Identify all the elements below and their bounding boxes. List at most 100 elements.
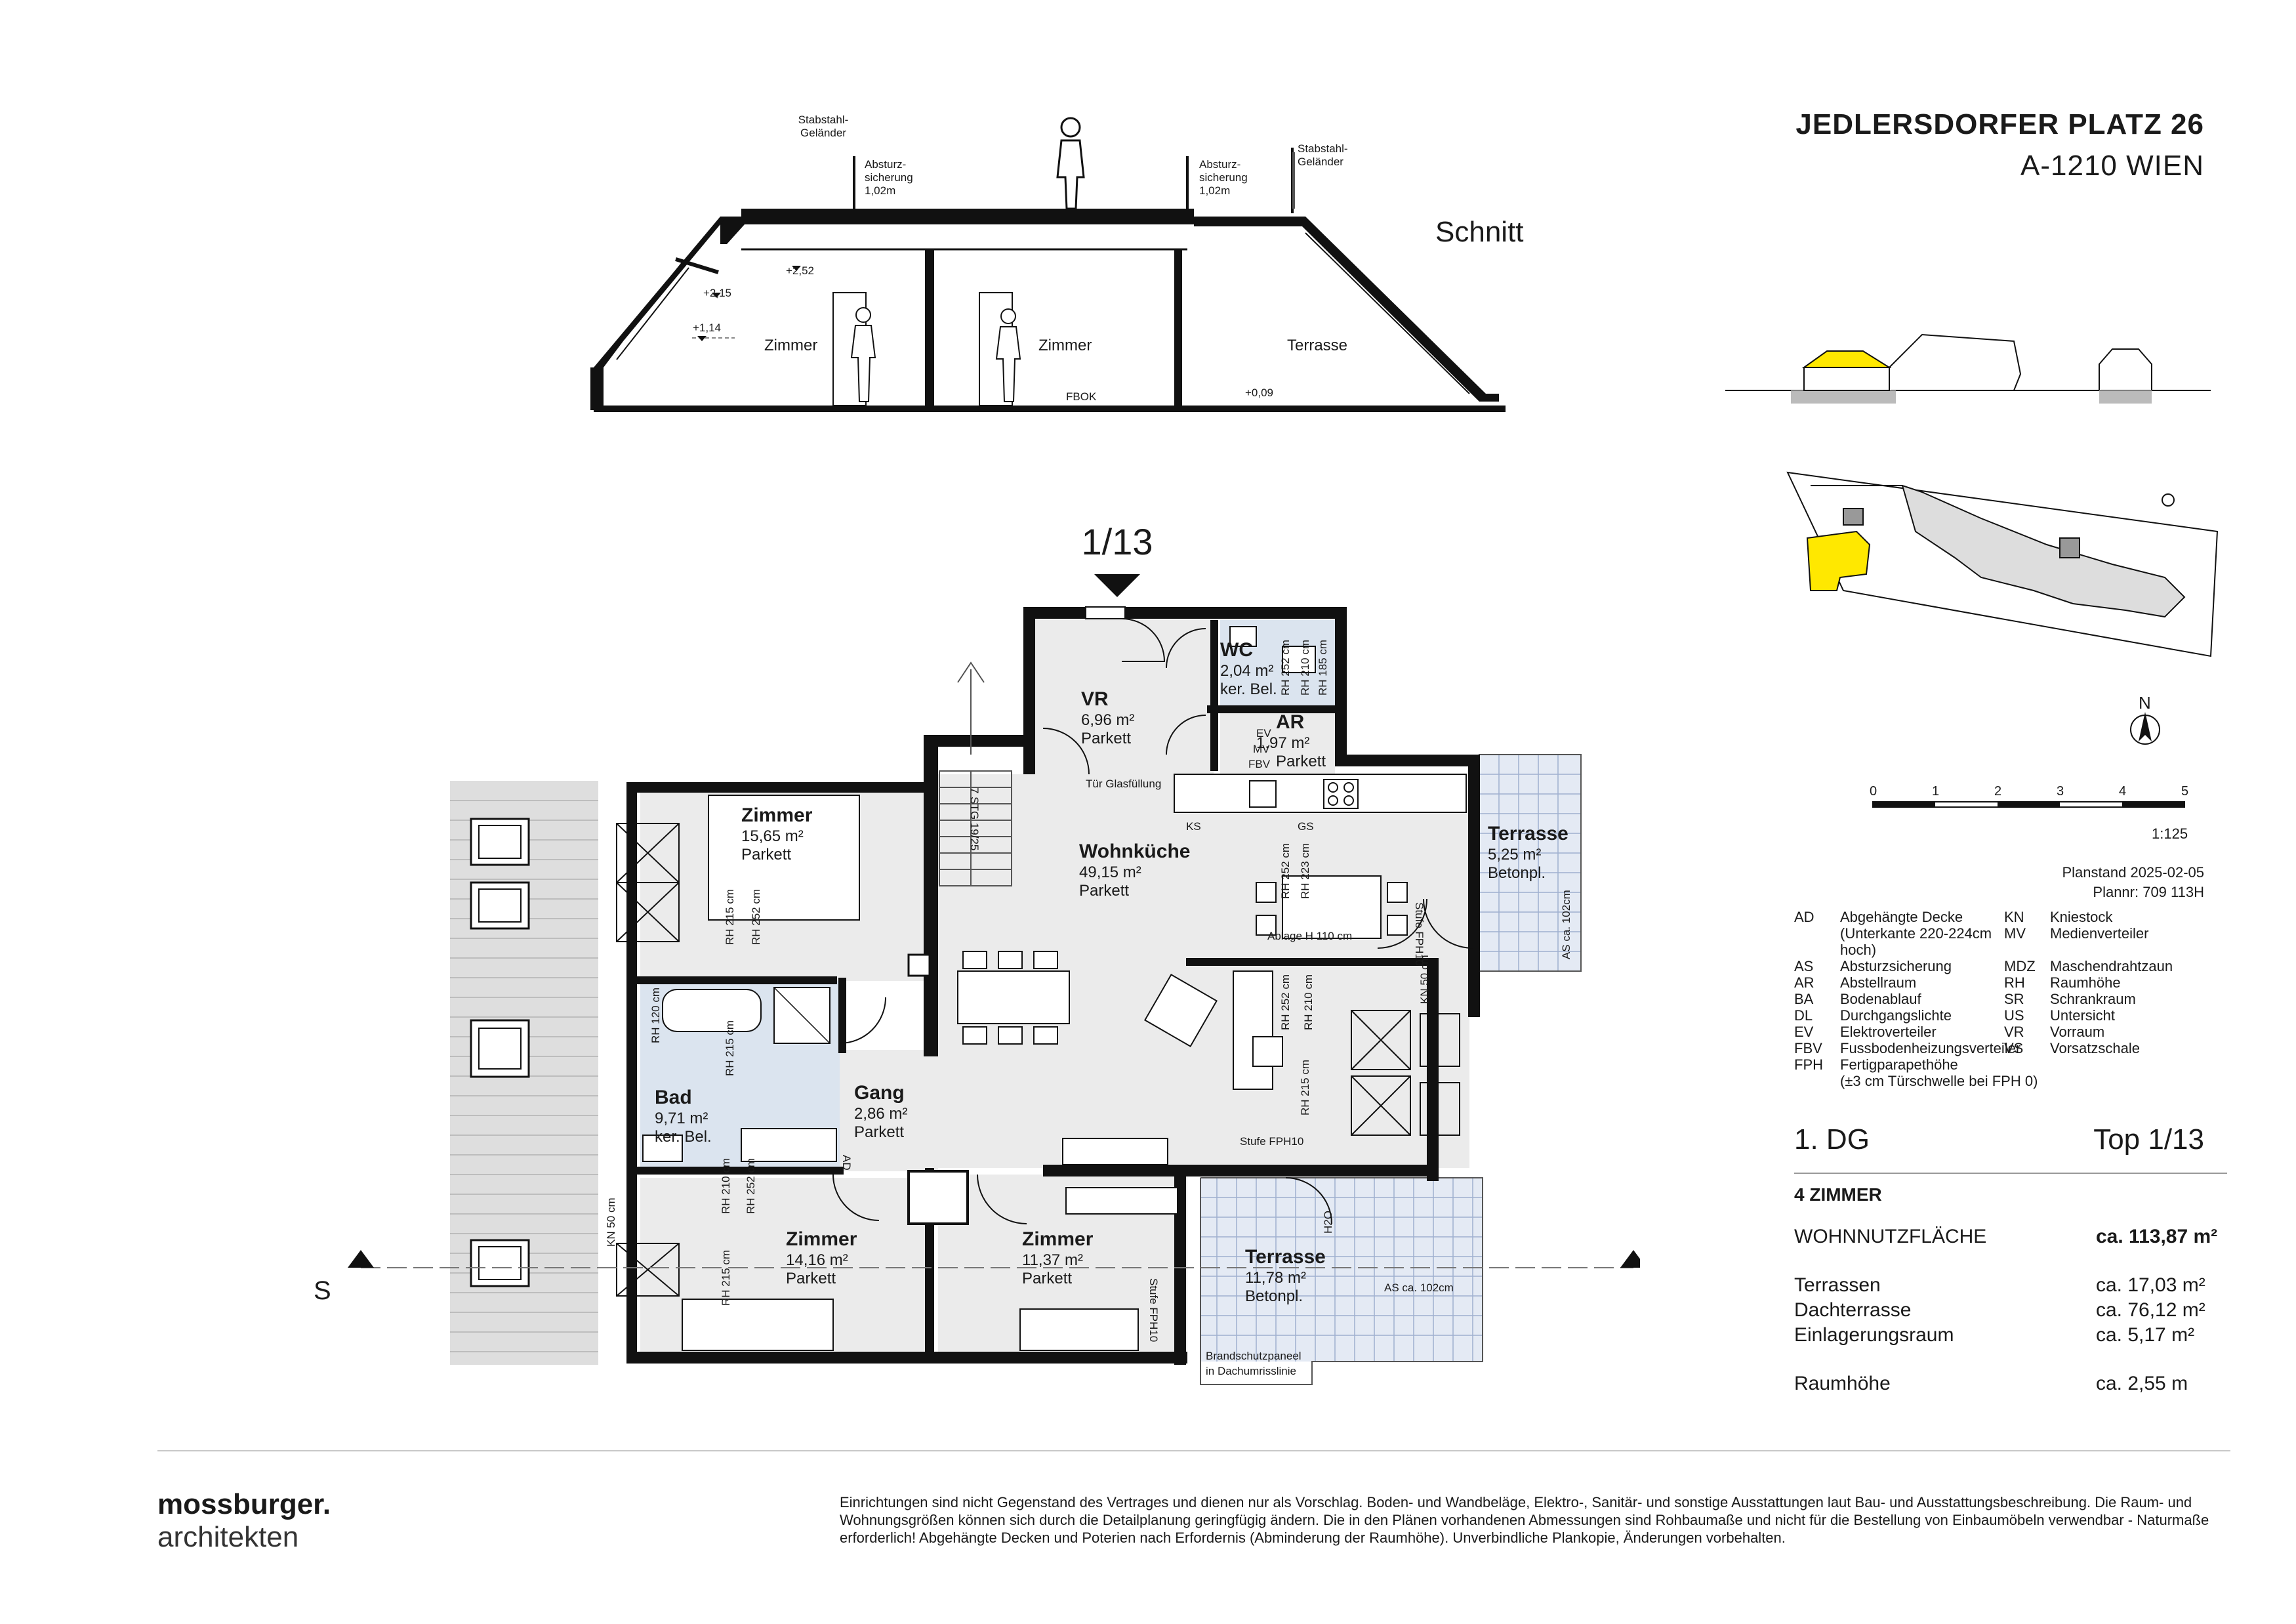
svg-text:3: 3	[2057, 784, 2064, 799]
mv-label: MV	[1253, 743, 1270, 755]
svg-text:Parkett: Parkett	[1022, 1270, 1072, 1287]
unit-marker: 1/13	[1082, 521, 1153, 562]
svg-text:6,96 m²: 6,96 m²	[1081, 711, 1134, 729]
h2o-label: H2O	[1322, 1211, 1334, 1234]
disclaimer-text: Einrichtungen sind nicht Gegenstand des …	[840, 1494, 2209, 1546]
wall	[924, 735, 938, 1056]
svg-text:RH 252 cm: RH 252 cm	[1279, 843, 1292, 899]
svg-text:Parkett: Parkett	[1081, 730, 1131, 747]
section-level-009: +0,09	[1245, 386, 1273, 399]
door-swing	[1285, 1177, 1332, 1224]
svg-text:2: 2	[1994, 784, 2001, 799]
coffee-table	[1143, 973, 1218, 1048]
section-label: Schnitt	[1435, 216, 1524, 248]
section-wall-1	[925, 249, 934, 406]
ablage-label: Ablage H 110 cm	[1267, 930, 1352, 942]
gs-label: GS	[1298, 820, 1314, 833]
section-roof-slab	[720, 217, 1194, 244]
wall	[1174, 1175, 1186, 1365]
svg-text:11,37 m²: 11,37 m²	[1022, 1251, 1083, 1269]
svg-text:Parkett: Parkett	[786, 1270, 836, 1287]
svg-text:WC: WC	[1220, 639, 1253, 661]
svg-text:Betonpl.: Betonpl.	[1245, 1287, 1303, 1305]
wall	[1332, 1165, 1437, 1176]
highlight-unit-elevation	[1801, 350, 1892, 368]
wall	[1335, 607, 1347, 764]
svg-text:5: 5	[2181, 784, 2188, 799]
unit-number: Top 1/13	[2093, 1123, 2204, 1156]
section-level-114: +1,14	[693, 322, 721, 334]
room-fill-gang	[840, 1050, 938, 1171]
section-level-252: +2,52	[786, 264, 814, 277]
section-railing-left: Stabstahl-Geländer	[798, 114, 849, 139]
door-swing	[1121, 618, 1166, 662]
svg-text:RH 215 cm: RH 215 cm	[1299, 1060, 1311, 1115]
svg-text:14,16 m²: 14,16 m²	[786, 1251, 848, 1269]
as-label-1: AS ca. 102cm	[1560, 890, 1572, 959]
svg-text:Tür Glasfüllung: Tür Glasfüllung	[1086, 778, 1161, 790]
wall	[1468, 755, 1480, 958]
wall	[630, 782, 928, 793]
door-swing	[1042, 728, 1090, 775]
svg-text:ker. Bel.: ker. Bel.	[1220, 680, 1277, 698]
wall	[1210, 620, 1218, 771]
bed	[682, 1299, 834, 1351]
wc-fixture	[1282, 646, 1316, 673]
svg-text:RH 215 cm: RH 215 cm	[724, 889, 736, 945]
scale-ratio: 1:125	[2152, 825, 2188, 842]
svg-text:0: 0	[1870, 784, 1877, 799]
svg-text:RH 215 cm: RH 215 cm	[724, 1020, 736, 1076]
svg-text:RH 223 cm: RH 223 cm	[1299, 843, 1311, 899]
svg-text:KN 50 cm: KN 50 cm	[605, 1197, 617, 1247]
wall	[634, 976, 837, 984]
plan-status: Planstand 2025-02-05 Plannr: 709 113H	[1902, 863, 2205, 902]
svg-text:Terrasse: Terrasse	[1245, 1246, 1326, 1268]
svg-text:RH 215 cm: RH 215 cm	[720, 1250, 732, 1306]
logo-wordmark: mossburger.	[157, 1488, 331, 1520]
project-city: A-1210 WIEN	[2020, 150, 2204, 182]
svg-text:2,04 m²: 2,04 m²	[1220, 662, 1273, 680]
section-level-215: +2,15	[703, 287, 731, 299]
svg-text:Betonpl.: Betonpl.	[1488, 864, 1546, 882]
svg-text:KN 50 cm: KN 50 cm	[1418, 955, 1431, 1004]
svg-text:RH 210 cm: RH 210 cm	[1302, 974, 1315, 1030]
legend-row: (±3 cm Türschwelle bei FPH 0)	[1840, 1073, 2038, 1089]
svg-text:Zimmer: Zimmer	[741, 804, 813, 826]
svg-text:Stufe FPH10: Stufe FPH10	[1147, 1278, 1160, 1342]
cut-marker-left-icon	[348, 1250, 374, 1268]
door-note: Tür Glasfüllung	[1086, 778, 1161, 790]
kitchen-island	[1282, 875, 1382, 939]
scale-bar: 0 1 2 3 4 5 1:125	[1870, 784, 2188, 842]
svg-text:ker. Bel.: ker. Bel.	[655, 1128, 712, 1146]
summary-divider	[1794, 1173, 2227, 1174]
room-fill-terrasse-large	[1200, 1178, 1483, 1362]
wall	[626, 1352, 1187, 1364]
fbv-label: FBV	[1248, 758, 1271, 770]
key-plans: N	[1725, 333, 2219, 745]
section-fbok: FBOK	[1066, 390, 1097, 403]
svg-text:Parkett: Parkett	[854, 1123, 904, 1141]
brand-label-1: Brandschutzpaneel	[1206, 1350, 1302, 1362]
logo-subline: architekten	[157, 1521, 299, 1553]
svg-text:1,97 m²: 1,97 m²	[1256, 734, 1309, 752]
room-fill-terrasse-small	[1479, 755, 1581, 971]
wall	[838, 978, 846, 1053]
as-label-2: AS ca. 102cm	[1384, 1281, 1454, 1294]
